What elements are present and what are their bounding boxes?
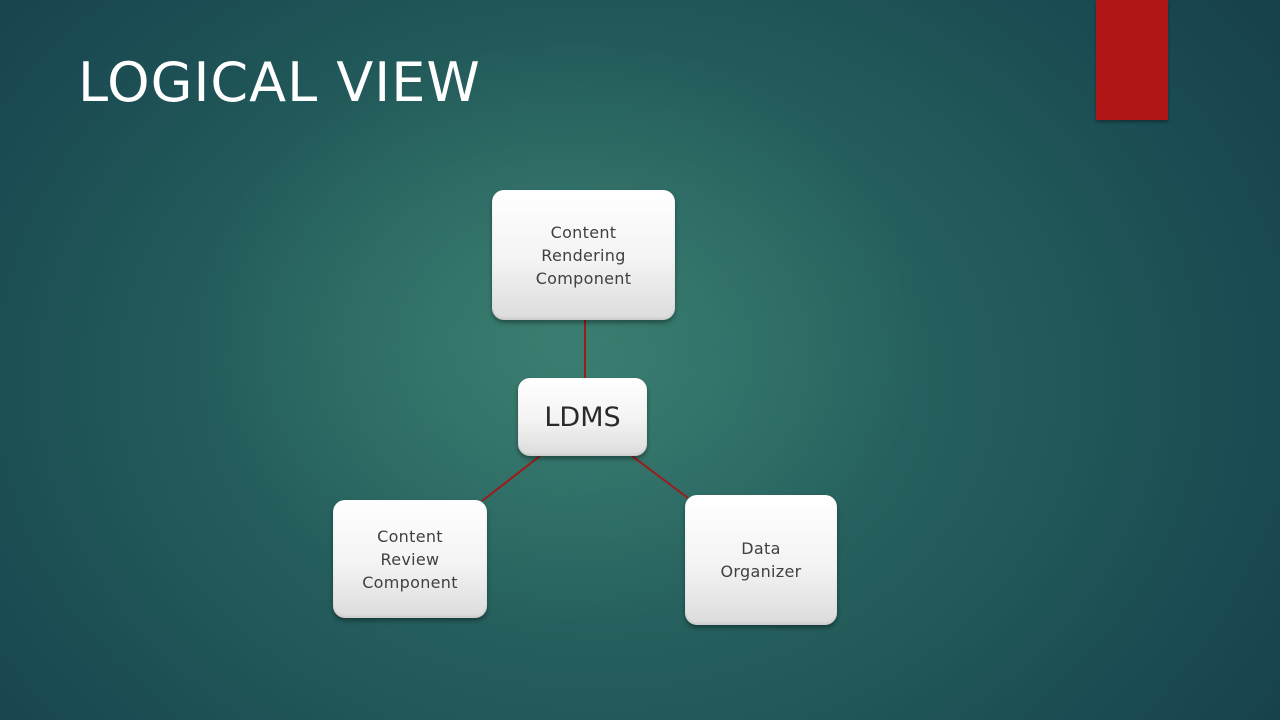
connector-center-right: [631, 455, 689, 499]
node-content-rendering-component: Content Rendering Component: [492, 190, 675, 320]
node-label-line: Rendering: [541, 245, 626, 265]
node-label: Content Review Component: [362, 525, 458, 594]
node-label-line: Review: [380, 549, 440, 569]
node-label-line: Content: [377, 526, 443, 546]
slide-title: LOGICAL VIEW: [78, 51, 481, 114]
node-label-line: Organizer: [720, 562, 802, 581]
node-ldms: LDMS: [518, 378, 647, 456]
node-label: Content Rendering Component: [536, 221, 632, 290]
node-label: LDMS: [544, 401, 621, 433]
node-content-review-component: Content Review Component: [333, 500, 487, 618]
node-label-line: Component: [362, 572, 458, 592]
accent-bar: [1096, 0, 1168, 120]
connector-center-left: [481, 455, 541, 502]
node-label-line: Component: [535, 268, 632, 288]
node-label: Data Organizer: [721, 537, 802, 583]
node-label-line: Data: [741, 539, 781, 558]
node-label-line: Content: [550, 222, 617, 242]
node-data-organizer: Data Organizer: [685, 495, 837, 625]
